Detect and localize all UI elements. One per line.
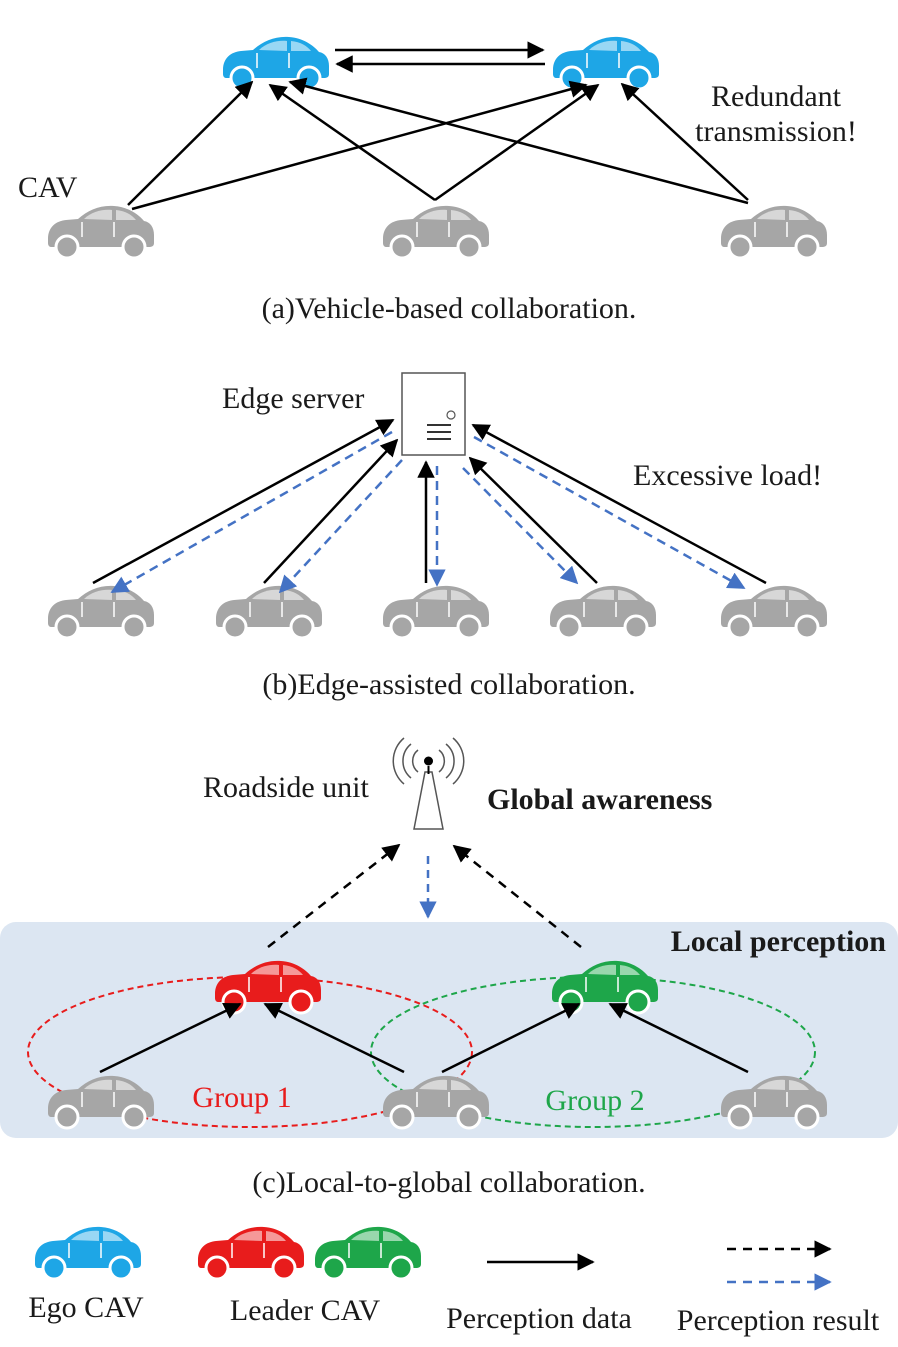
data-arrow bbox=[263, 1002, 405, 1074]
legend-result: Perception result bbox=[677, 1304, 880, 1337]
car-icon bbox=[381, 584, 491, 640]
note-line-2: transmission! bbox=[695, 115, 857, 148]
data-arrow bbox=[268, 83, 436, 202]
data-arrow bbox=[92, 418, 395, 585]
global-awareness-label: Global awareness bbox=[487, 783, 712, 816]
antenna-icon bbox=[392, 737, 465, 830]
rsu-label: Roadside unit bbox=[203, 771, 369, 804]
data-arrow bbox=[608, 1002, 749, 1074]
ego-car-icon bbox=[33, 1225, 143, 1281]
edge-server-label: Edge server bbox=[222, 382, 364, 415]
caption-a: (a)Vehicle-based collaboration. bbox=[262, 292, 637, 325]
data-arrow bbox=[127, 80, 254, 206]
car-icon bbox=[719, 204, 829, 260]
data-arrow bbox=[471, 423, 767, 585]
car-icon bbox=[548, 584, 658, 640]
car-icon bbox=[719, 584, 829, 640]
result-arrow bbox=[452, 844, 582, 948]
leader-car-icon bbox=[196, 1225, 306, 1281]
car-icon bbox=[46, 204, 156, 260]
data-arrow bbox=[468, 456, 598, 584]
car-icon bbox=[381, 204, 491, 260]
data-arrow bbox=[620, 82, 749, 201]
local-region bbox=[0, 922, 898, 1138]
cav-label: CAV bbox=[18, 171, 78, 204]
group-1-label: Group 1 bbox=[192, 1081, 291, 1114]
result-arrow bbox=[473, 435, 746, 590]
local-perception-label: Local perception bbox=[671, 925, 887, 958]
car-icon bbox=[214, 584, 324, 640]
result-arrow bbox=[462, 467, 579, 585]
panel-a: CAV Redundant transmission! (a)Vehicle-b… bbox=[18, 35, 857, 325]
data-arrow bbox=[263, 438, 399, 584]
legend: Ego CAV Leader CAV Perception data Perce… bbox=[28, 1225, 880, 1337]
car-icon bbox=[46, 584, 156, 640]
legend-data: Perception data bbox=[446, 1302, 632, 1335]
data-arrow bbox=[441, 1002, 581, 1074]
group-2-label: Group 2 bbox=[545, 1084, 644, 1117]
legend-leader: Leader CAV bbox=[230, 1294, 381, 1327]
leader-car-icon bbox=[313, 1225, 423, 1281]
ego-car-icon bbox=[221, 35, 331, 91]
panel-b: Edge server Excessive load! (b)Edge-assi… bbox=[46, 372, 829, 701]
data-arrow bbox=[99, 1002, 242, 1074]
data-arrow bbox=[288, 77, 749, 205]
caption-c: (c)Local-to-global collaboration. bbox=[252, 1166, 645, 1199]
legend-ego: Ego CAV bbox=[28, 1291, 144, 1324]
ego-car-icon bbox=[551, 35, 661, 91]
result-arrow bbox=[267, 843, 401, 948]
note-label: Excessive load! bbox=[633, 459, 822, 492]
caption-b: (b)Edge-assisted collaboration. bbox=[262, 668, 635, 701]
result-arrow bbox=[110, 430, 393, 594]
panel-c: Roadside unit Global awareness Local per… bbox=[0, 737, 898, 1199]
note-line-1: Redundant bbox=[711, 80, 842, 113]
result-arrow bbox=[278, 459, 403, 594]
server-icon bbox=[401, 372, 466, 456]
